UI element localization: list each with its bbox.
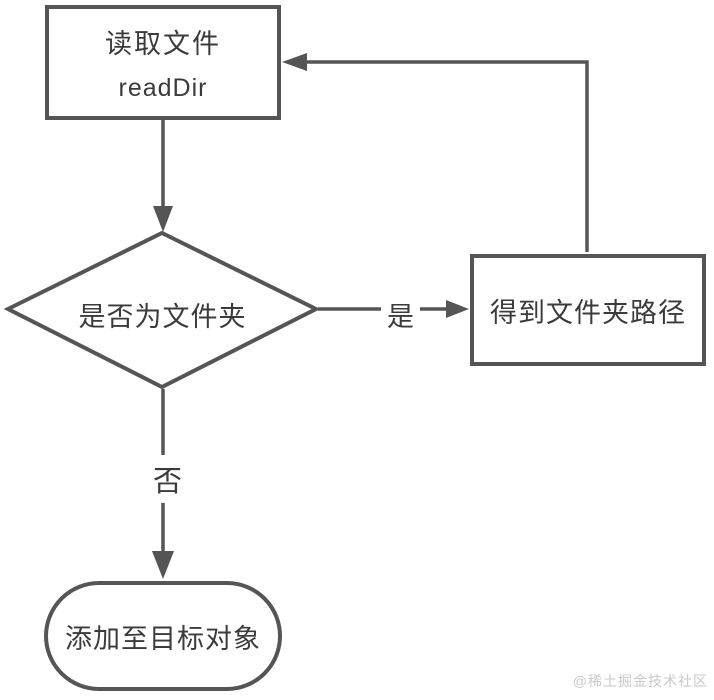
read-file-subtitle: readDir [118, 74, 208, 102]
watermark-text: @稀土掘金技术社区 [572, 673, 708, 689]
arrowhead-into-getpath [446, 300, 469, 318]
get-folder-path-label: 得到文件夹路径 [490, 297, 686, 328]
node-get-folder-path: 得到文件夹路径 [470, 254, 706, 366]
edge-label-no: 否 [147, 455, 189, 503]
arrowhead-into-addtarget [152, 551, 174, 579]
arrowhead-into-decision [153, 206, 173, 232]
arrowhead-into-readfile [282, 53, 307, 71]
decision-diamond-shape [3, 230, 321, 390]
add-to-target-label: 添加至目标对象 [65, 623, 261, 654]
node-add-to-target: 添加至目标对象 [44, 581, 282, 691]
node-read-file: 读取文件 readDir [45, 5, 281, 120]
read-file-title: 读取文件 [105, 29, 221, 59]
edge-label-yes: 是 [381, 295, 420, 334]
decision-label: 是否为文件夹 [78, 302, 247, 332]
edge-getpath-to-readfile [304, 60, 589, 252]
